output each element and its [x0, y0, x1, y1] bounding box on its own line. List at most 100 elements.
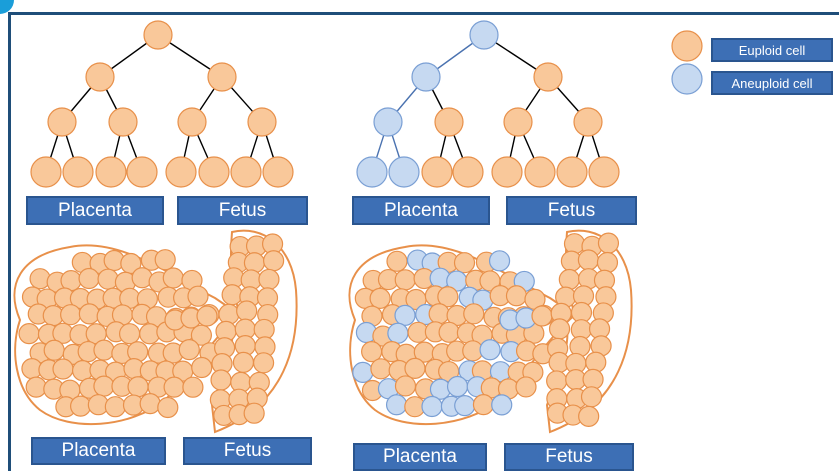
euploid-cell — [197, 306, 217, 326]
aneuploid-cell — [388, 323, 408, 343]
legend-euploid-icon — [672, 31, 702, 61]
euploid-cell — [163, 268, 183, 288]
euploid-cell — [532, 306, 552, 326]
euploid-cell — [263, 157, 293, 187]
tree-right — [357, 21, 619, 187]
euploid-cell — [86, 63, 114, 91]
euploid-cell — [19, 324, 39, 344]
euploid-cell — [233, 352, 253, 372]
aneuploid-cell — [490, 251, 510, 271]
euploid-cell — [164, 377, 184, 397]
euploid-cell — [94, 376, 114, 396]
euploid-cell — [144, 21, 172, 49]
euploid-cell — [395, 270, 415, 290]
euploid-cell — [371, 359, 391, 379]
euploid-cell — [105, 397, 125, 417]
euploid-cell — [248, 108, 276, 136]
legend-euploid-label: Euploid cell — [711, 38, 833, 62]
legend-aneuploid-icon — [672, 64, 702, 94]
euploid-cell — [155, 250, 175, 270]
mass-left — [14, 231, 296, 432]
tree-right-fetus-label: Fetus — [506, 196, 637, 225]
euploid-cell — [158, 397, 178, 417]
euploid-cell — [574, 108, 602, 136]
euploid-cell — [525, 157, 555, 187]
euploid-cell — [128, 377, 148, 397]
euploid-cell — [557, 157, 587, 187]
euploid-cell — [109, 108, 137, 136]
tree-left-fetus-label: Fetus — [177, 196, 308, 225]
euploid-cell — [264, 251, 284, 271]
euploid-cell — [244, 253, 264, 273]
aneuploid-cell — [470, 21, 498, 49]
euploid-cell — [405, 358, 425, 378]
euploid-cell — [370, 288, 390, 308]
euploid-cell — [464, 304, 484, 324]
mass-left-placenta-label: Placenta — [31, 437, 166, 465]
euploid-cell — [94, 340, 114, 360]
euploid-cell — [516, 377, 536, 397]
euploid-cell — [244, 403, 264, 423]
tree-left — [31, 21, 293, 187]
euploid-cell — [127, 157, 157, 187]
euploid-cell — [259, 269, 279, 289]
aneuploid-cell — [374, 108, 402, 136]
euploid-cell — [140, 394, 160, 414]
aneuploid-cell — [395, 305, 415, 325]
euploid-cell — [120, 324, 140, 344]
euploid-cell — [222, 285, 242, 305]
mass-right — [349, 231, 631, 432]
euploid-cell — [547, 371, 567, 391]
euploid-cell — [564, 234, 584, 254]
euploid-cell — [48, 108, 76, 136]
euploid-cell — [589, 157, 619, 187]
euploid-cell — [578, 250, 598, 270]
euploid-cell — [387, 251, 407, 271]
legend-aneuploid-label: Aneuploid cell — [711, 71, 833, 95]
mass-left-fetus-label: Fetus — [183, 437, 312, 465]
euploid-cell — [504, 108, 532, 136]
aneuploid-cell — [387, 395, 407, 415]
euploid-cell — [435, 108, 463, 136]
euploid-cell — [597, 253, 617, 273]
euploid-cell — [422, 157, 452, 187]
mass-right-placenta-label: Placenta — [353, 443, 487, 471]
euploid-cell — [506, 286, 526, 306]
euploid-cell — [61, 305, 81, 325]
euploid-cell — [71, 396, 91, 416]
euploid-cell — [598, 233, 618, 253]
euploid-cell — [254, 353, 274, 373]
euploid-cell — [208, 63, 236, 91]
tree-left-placenta-label: Placenta — [26, 196, 164, 225]
euploid-cell — [473, 395, 493, 415]
aneuploid-cell — [492, 395, 512, 415]
euploid-cell — [231, 157, 261, 187]
euploid-cell — [63, 157, 93, 187]
aneuploid-cell — [448, 377, 468, 397]
euploid-cell — [166, 157, 196, 187]
euploid-cell — [492, 157, 522, 187]
euploid-cell — [429, 304, 449, 324]
euploid-cell — [582, 387, 602, 407]
euploid-cell — [199, 157, 229, 187]
euploid-cell — [559, 269, 579, 289]
euploid-cell — [31, 157, 61, 187]
aneuploid-cell — [389, 157, 419, 187]
euploid-cell — [192, 358, 212, 378]
mass-right-fetus-label: Fetus — [504, 443, 634, 471]
aneuploid-cell — [357, 157, 387, 187]
euploid-cell — [211, 370, 231, 390]
aneuploid-cell — [353, 362, 373, 382]
aneuploid-cell — [412, 63, 440, 91]
euploid-cell — [178, 108, 206, 136]
aneuploid-cell — [480, 340, 500, 360]
aneuploid-cell — [455, 396, 475, 416]
euploid-cell — [188, 286, 208, 306]
euploid-cell — [534, 63, 562, 91]
euploid-cell — [453, 157, 483, 187]
legend-icons — [672, 31, 702, 94]
euploid-cell — [53, 359, 73, 379]
euploid-cell — [44, 340, 64, 360]
euploid-cell — [98, 269, 118, 289]
euploid-cell — [179, 340, 199, 360]
